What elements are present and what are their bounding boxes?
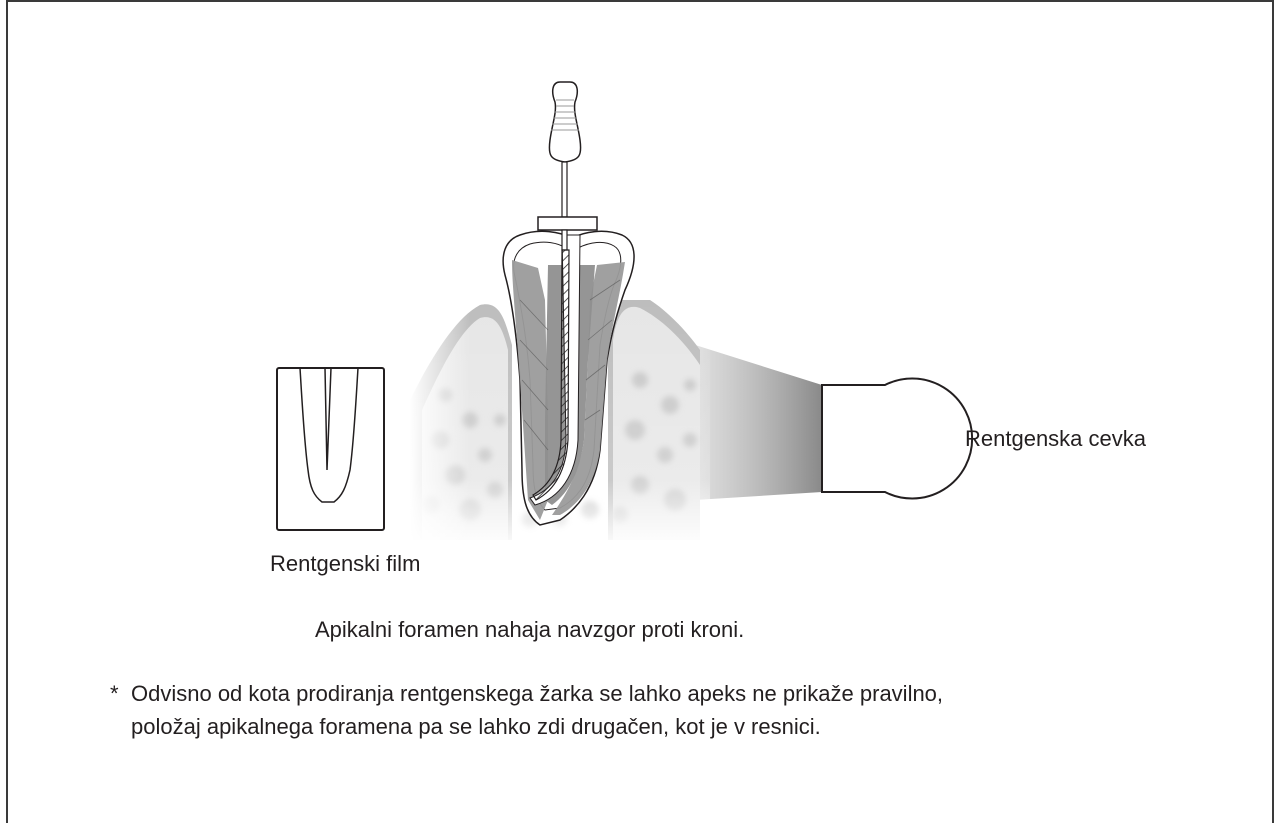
xray-tube-label: Rentgenska cevka (965, 426, 1146, 452)
diagram-caption: Apikalni foramen nahaja navzgor proti kr… (315, 617, 744, 643)
footnote-line-1: Odvisno od kota prodiranja rentgenskega … (131, 677, 943, 710)
xray-film-icon (277, 368, 384, 530)
xray-tube-icon (822, 379, 972, 499)
xray-film-label: Rentgenski film (270, 551, 420, 577)
footnote-marker: * (110, 677, 119, 710)
footnote-line-2: položaj apikalnega foramena pa se lahko … (131, 710, 821, 743)
